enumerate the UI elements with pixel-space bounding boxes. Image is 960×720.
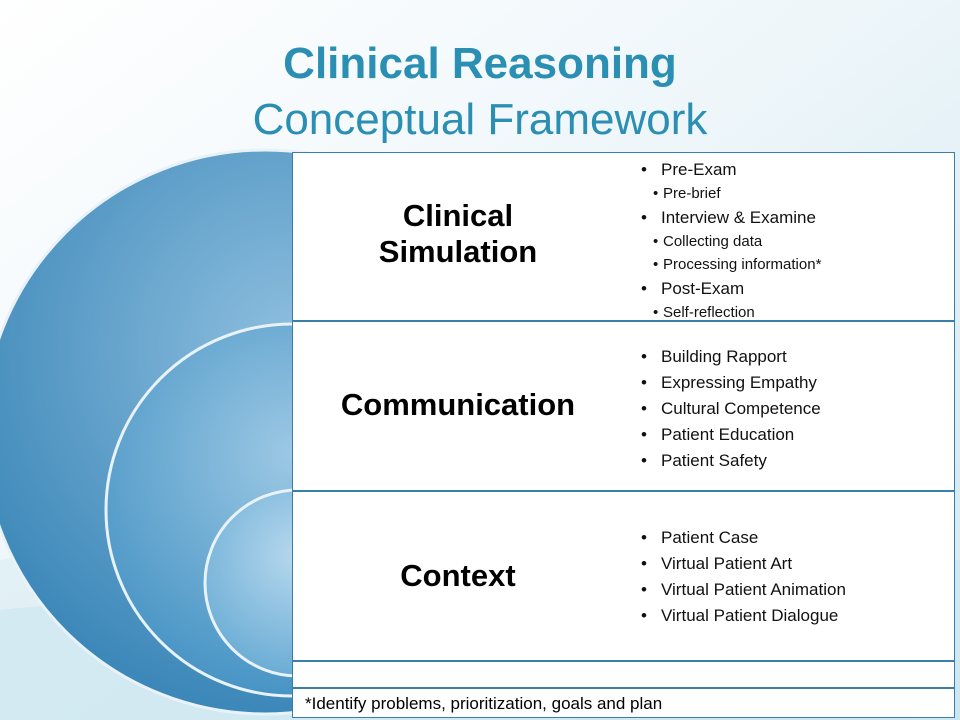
list-item: Cultural Competence xyxy=(641,396,821,422)
title-line-1: Clinical Reasoning xyxy=(283,39,677,88)
clinical-simulation-list: Pre-Exam Pre-brief Interview & Examine C… xyxy=(641,157,821,324)
list-item: Post-Exam xyxy=(641,276,821,301)
list-item: Building Rapport xyxy=(641,344,821,370)
list-item: Pre-Exam xyxy=(641,157,821,182)
list-item: Pre-brief xyxy=(653,182,821,205)
list-item: Patient Case xyxy=(641,525,846,551)
list-item: Virtual Patient Dialogue xyxy=(641,603,846,629)
footnote: *Identify problems, prioritization, goal… xyxy=(305,694,663,713)
list-item: Self-reflection xyxy=(653,301,821,324)
list-item: Patient Education xyxy=(641,422,821,448)
list-item: Virtual Patient Art xyxy=(641,551,846,577)
empty-panel xyxy=(292,661,955,688)
list-item: Processing information* xyxy=(653,253,821,276)
title-line-2: Conceptual Framework xyxy=(252,95,708,144)
context-list: Patient Case Virtual Patient Art Virtual… xyxy=(641,525,846,629)
communication-list: Building Rapport Expressing Empathy Cult… xyxy=(641,344,821,474)
list-item: Expressing Empathy xyxy=(641,370,821,396)
list-item: Virtual Patient Animation xyxy=(641,577,846,603)
list-item: Collecting data xyxy=(653,230,821,253)
layer-label-context: Context xyxy=(400,558,516,593)
list-item: Patient Safety xyxy=(641,448,821,474)
panel-communication: Communication Building Rapport Expressin… xyxy=(292,321,955,491)
layer-label-communication: Communication xyxy=(340,387,576,422)
list-item: Interview & Examine xyxy=(641,205,821,230)
panel-context: Context Patient Case Virtual Patient Art… xyxy=(292,491,955,661)
footnote-panel: *Identify problems, prioritization, goal… xyxy=(292,688,955,718)
